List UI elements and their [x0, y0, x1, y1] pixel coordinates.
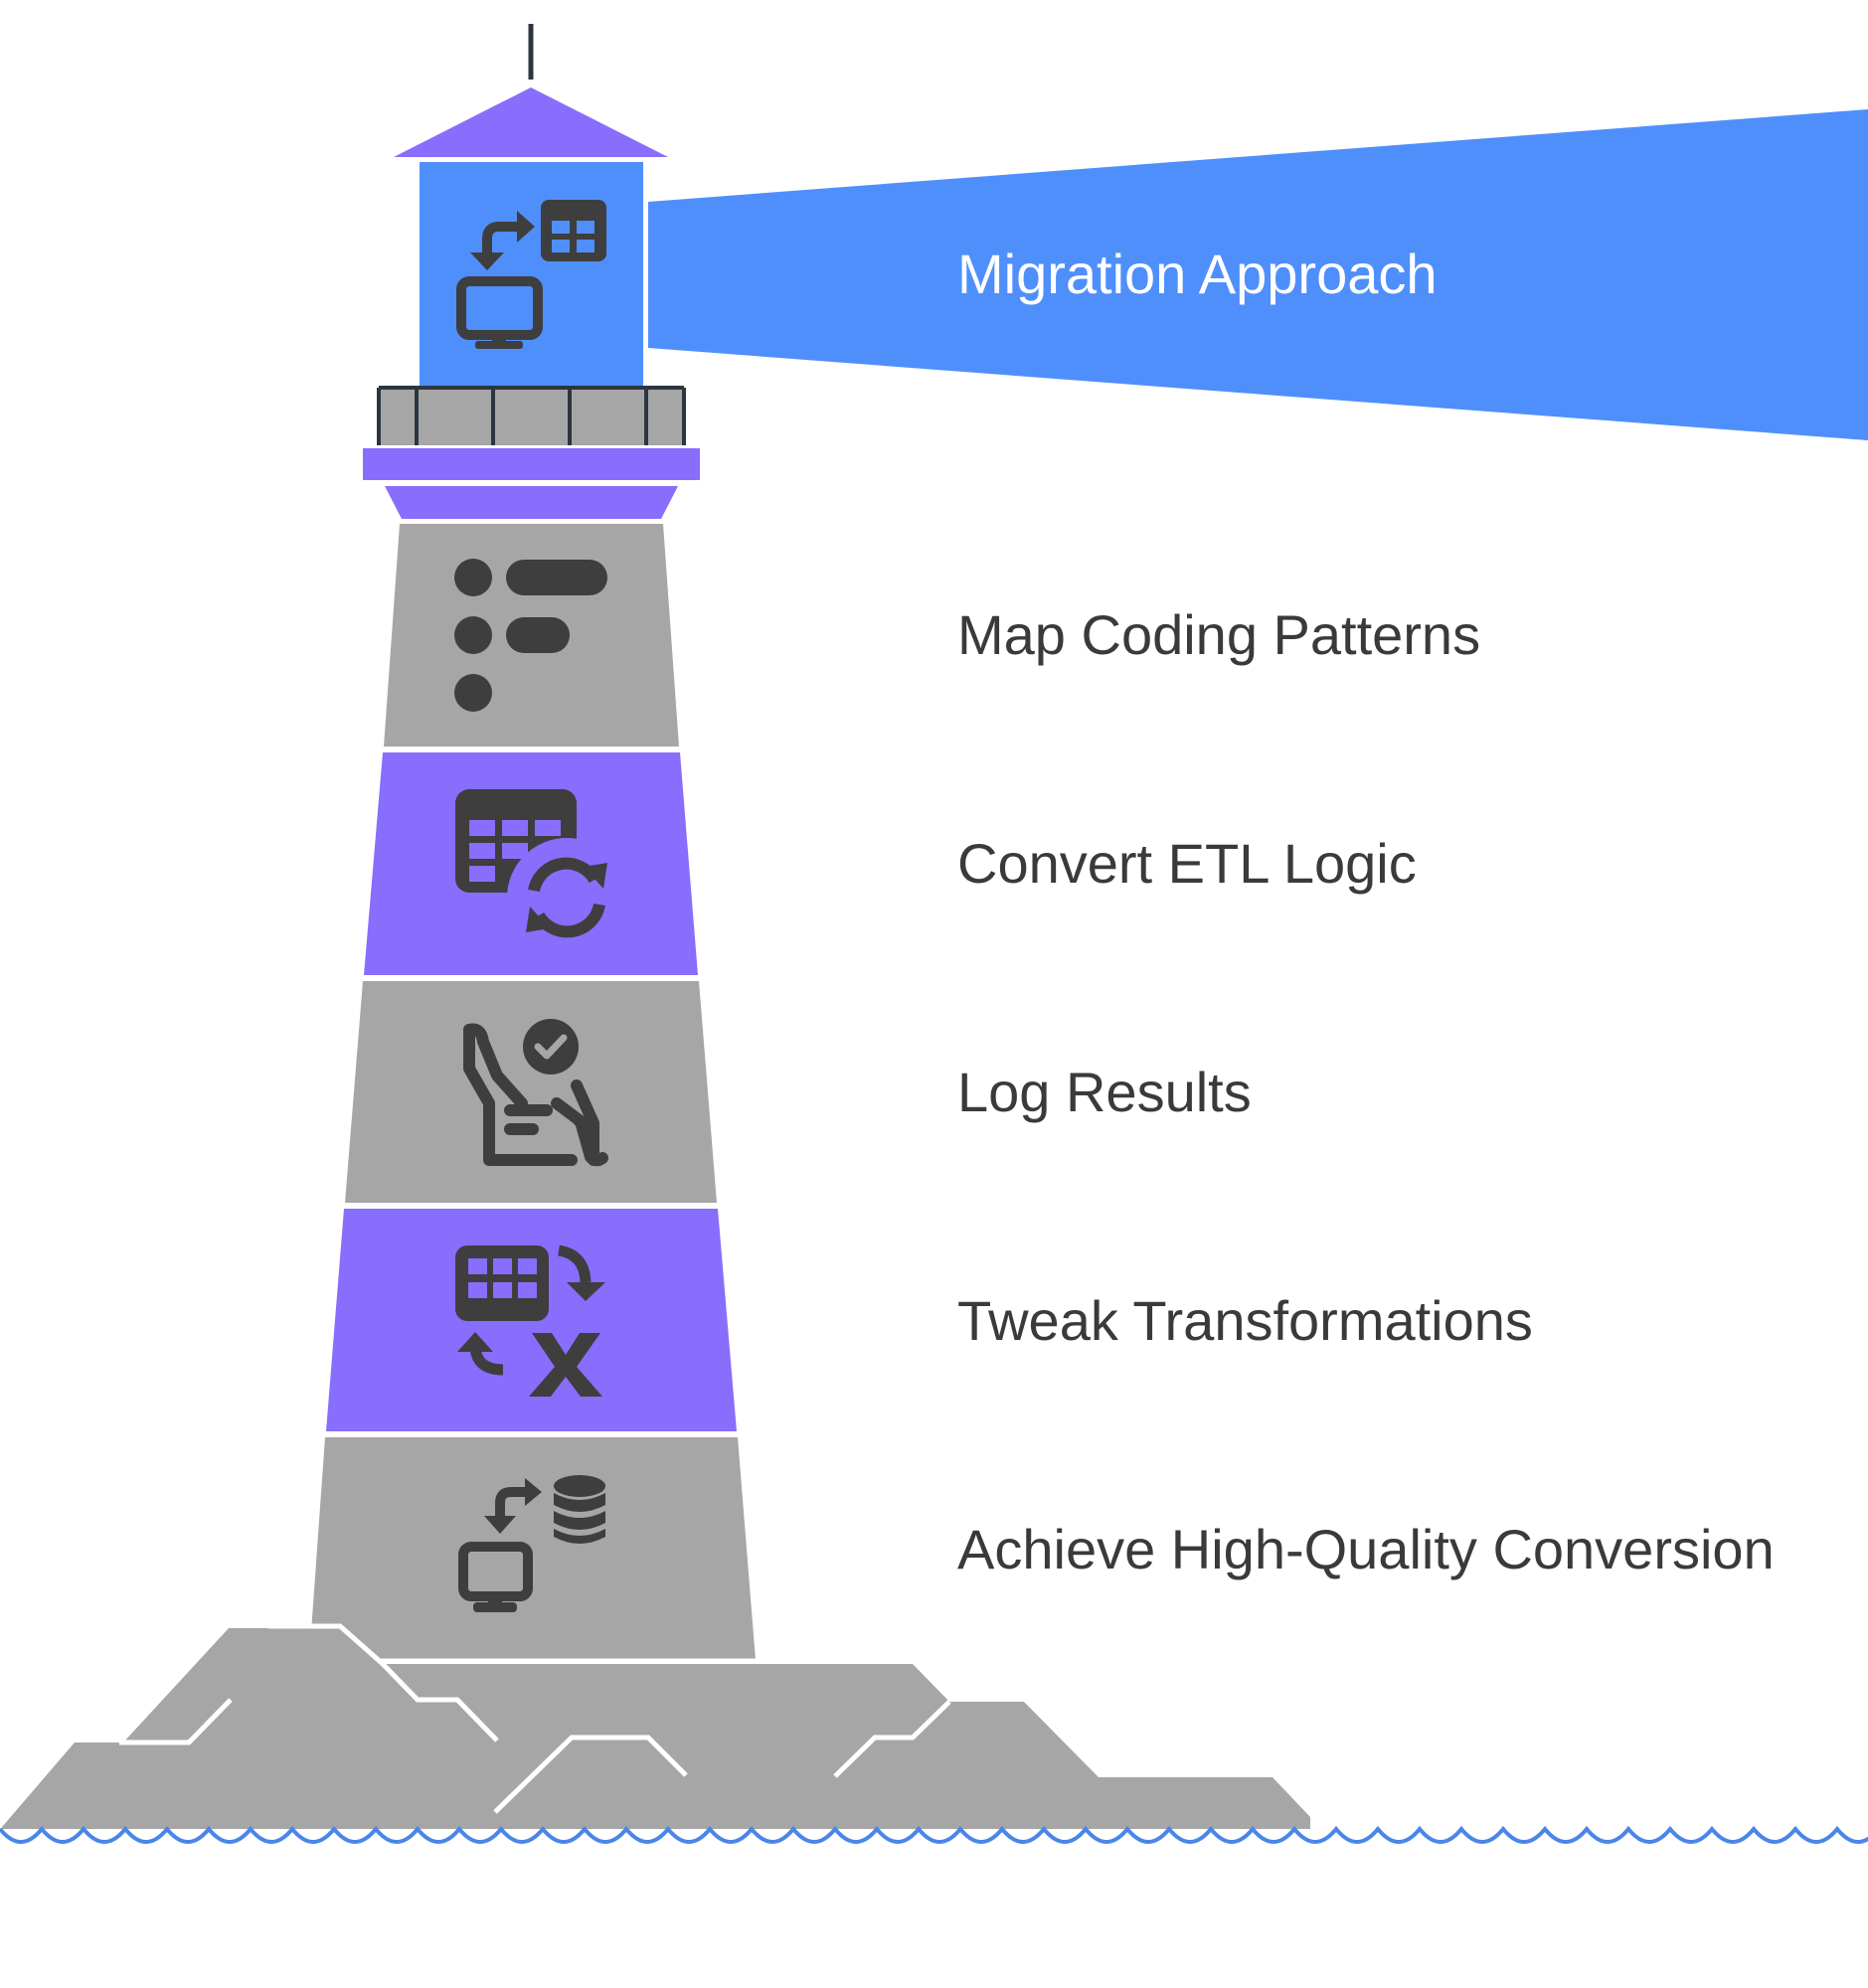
rocks: [2, 1628, 1310, 1829]
tower-segment-3: [345, 981, 717, 1203]
section-label-4: Tweak Transformations: [957, 1289, 1533, 1352]
rock-crevices: [119, 1623, 951, 1814]
balcony-base: [385, 486, 678, 519]
table-sync-icon: [455, 789, 626, 957]
gallery-railing: [377, 386, 686, 445]
section-label-1: Map Coding Patterns: [957, 603, 1481, 666]
section-label-3: Log Results: [957, 1061, 1252, 1123]
section-label-5: Achieve High-Quality Conversion: [957, 1518, 1775, 1580]
lighthouse-roof: [394, 87, 668, 157]
computer-database-icon: [458, 1475, 605, 1612]
table-transform-icon: [455, 1244, 605, 1397]
tower-segment-5: [309, 1437, 756, 1660]
beam-label: Migration Approach: [957, 243, 1438, 305]
light-beam: [648, 109, 1868, 440]
lantern-room: [420, 162, 643, 388]
list-pattern-icon: [454, 559, 607, 712]
document-check-icon: [463, 1019, 608, 1167]
water-line: [0, 1825, 1868, 1844]
migration-icon: [456, 200, 606, 349]
gallery-railing-fill: [379, 388, 684, 445]
balcony-ledge: [363, 448, 700, 480]
section-label-2: Convert ETL Logic: [957, 832, 1417, 895]
